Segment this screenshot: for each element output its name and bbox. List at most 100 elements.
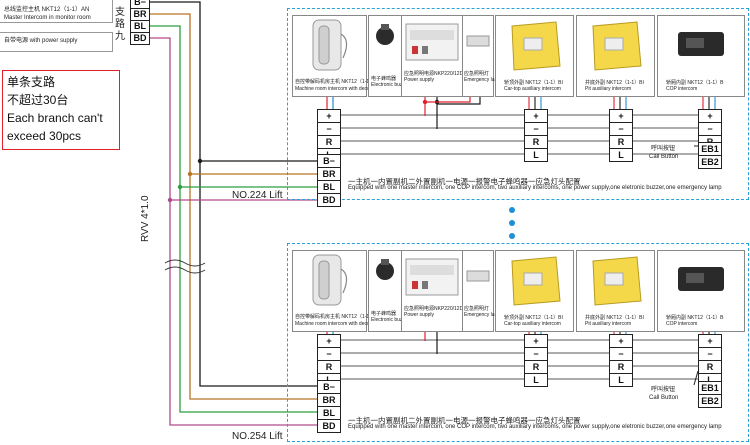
machine-room-label-zh: 自控带解码机房主机 NKT12（1-1）AC <box>295 314 382 320</box>
buzzer-icon <box>376 24 394 45</box>
ellipsis-dot-3 <box>509 233 515 239</box>
lift2-config-en: Equipped with one master intercom, one C… <box>348 424 722 430</box>
lift2-cop-intercom: 轿厢内副 NKT12（1-1）B COP intercom <box>657 250 745 332</box>
power-supply-icon <box>405 23 459 61</box>
lift1-term-plus: + <box>317 109 341 123</box>
cop-label-zh: 轿厢内副 NKT12（1-1）B <box>666 80 724 86</box>
lift2-pit-term-minus: − <box>609 347 633 361</box>
lift1-emergency-lamp: 应急照明灯 Emergency lamp <box>462 15 502 97</box>
lift-254-frame <box>287 243 749 442</box>
lift2-eb1: EB1 <box>698 381 722 395</box>
machine-room-label-zh: 自控带解码机房主机 NKT12（1-1）AC <box>295 79 382 85</box>
lift2-pit-term-r: R <box>609 360 633 374</box>
lift1-term-bminus: B− <box>317 154 341 168</box>
cop-intercom-icon <box>678 267 724 291</box>
trunk-wire-bl-top <box>150 25 318 413</box>
lift2-term-plus: + <box>317 334 341 348</box>
lift2-term-r: R <box>317 360 341 374</box>
lift1-term-r: R <box>317 135 341 149</box>
buzzer-label-zh: 电子蜂鸣器 <box>371 76 397 82</box>
handset-icon <box>312 254 348 306</box>
lift1-machine-room-intercom: 自控带解码机房主机 NKT12（1-1）AC Machine room inte… <box>292 15 381 97</box>
master-power-label: 自带电源 with power supply <box>4 38 78 44</box>
lift2-eb2: EB2 <box>698 394 722 408</box>
lift-254-label: NO.254 Lift <box>232 431 283 442</box>
lift2-cartop-intercom: 轿顶外副 NKT12（1-1）BI Car-top auxiliary inte… <box>495 250 574 332</box>
cop-intercom-icon <box>678 32 724 56</box>
lift1-cartop-term-plus: + <box>524 109 548 123</box>
more-lifts-ellipsis <box>509 207 515 246</box>
lift1-config-en: Equipped with one master intercom, one C… <box>348 185 722 191</box>
trunk-wire-br-junction <box>187 171 193 177</box>
lamp-icon <box>466 270 490 282</box>
buzzer-label-en: Electronic buzzer <box>371 317 410 323</box>
lift2-term-br: BR <box>317 393 341 407</box>
cartop-label-en: Car-top auxiliary intercom <box>504 86 561 92</box>
buzzer-label-zh: 电子蜂鸣器 <box>371 311 397 317</box>
trunk-wire-bd-top <box>150 37 318 426</box>
lamp-label-en: Emergency lamp <box>464 77 502 83</box>
lift2-term-bd: BD <box>317 419 341 433</box>
lift2-call-wire-1 <box>693 370 699 386</box>
cop-label-en: COP intercom <box>666 321 698 327</box>
branch-label: 支 路 九 <box>114 0 128 44</box>
lift1-power-link <box>425 95 471 103</box>
lift1-cartop-intercom: 轿顶外副 NKT12（1-1）BI Car-top auxiliary inte… <box>495 15 574 97</box>
lift1-eb1: EB1 <box>698 142 722 156</box>
lift2-pit-term-l: L <box>609 373 633 387</box>
power-label-en: Power supply <box>404 312 435 318</box>
pit-label-zh: 井底外副 NKT12（1-1）BI <box>585 315 644 321</box>
pit-label-zh: 井底外副 NKT12（1-1）BI <box>585 80 644 86</box>
lift1-call-button-zh: 呼叫按钮 <box>651 146 676 152</box>
master-intercom-box: 总线监控主机 NKT12（1-1）AN Master Intercom in m… <box>0 0 113 23</box>
branch-limit-note: 单条支路 不超过30台 Each branch can't exceed 30p… <box>2 70 120 150</box>
lift2-term-minus: − <box>317 347 341 361</box>
lift1-cop-intercom: 轿厢内副 NKT12（1-1）B COP intercom <box>657 15 745 97</box>
lift1-term-bl: BL <box>317 180 341 194</box>
handset-icon <box>312 19 348 71</box>
lamp-label-zh: 应急照明灯 <box>464 71 490 77</box>
lift2-call-button-zh: 呼叫按钮 <box>651 387 676 393</box>
lift1-cartop-term-r: R <box>524 135 548 149</box>
lift1-term-minus: − <box>317 122 341 136</box>
power-label-zh: 应急照明电源NKP220/12D <box>404 306 464 312</box>
lift1-pit-term-r: R <box>609 135 633 149</box>
power-label-en: Power supply <box>404 77 435 83</box>
ellipsis-dot-2 <box>509 220 515 226</box>
lift1-power-supply: 应急照明电源NKP220/12D Power supply <box>401 15 463 97</box>
lift2-cop-term-r: R <box>698 360 722 374</box>
pit-intercom-icon <box>592 21 642 71</box>
lift1-config-zh: 一主机一内置副机二外置副机一电源一报警电子蜂鸣器一应急灯头配置 <box>348 177 581 186</box>
lamp-label-zh: 应急照明灯 <box>464 306 490 312</box>
lift1-pit-term-plus: + <box>609 109 633 123</box>
lift1-buzzer: 电子蜂鸣器 Electronic buzzer <box>368 15 409 97</box>
lift1-cartop-term-l: L <box>524 148 548 162</box>
cable-break-mark <box>164 259 206 274</box>
branch-char-3: 九 <box>115 31 125 42</box>
lift-224-label: NO.224 Lift <box>232 190 283 201</box>
lift1-term-bd: BD <box>317 193 341 207</box>
cartop-label-zh: 轿顶外副 NKT12（1-1）BI <box>504 315 563 321</box>
cartop-label-en: Car-top auxiliary intercom <box>504 321 561 327</box>
lift2-term-bminus: B− <box>317 380 341 394</box>
lift2-emergency-lamp: 应急照明灯 Emergency lamp <box>462 250 502 332</box>
lift-224-frame <box>287 8 749 200</box>
machine-room-label-en: Machine room intercom with decoder <box>295 321 377 327</box>
branch-char-2: 路 <box>115 19 125 30</box>
buzzer-icon <box>376 259 394 280</box>
trunk-wire-bminus-top <box>150 1 318 387</box>
buzzer-label-en: Electronic buzzer <box>371 82 410 88</box>
master-intercom-label-en: Master Intercom in monitor room <box>4 15 91 21</box>
lift1-cartop-term-minus: − <box>524 122 548 136</box>
lift2-call-button-en: Call Button <box>649 395 679 401</box>
lamp-label-en: Emergency lamp <box>464 312 502 318</box>
lamp-icon <box>466 35 490 47</box>
lift1-pit-term-minus: − <box>609 122 633 136</box>
lift2-cop-term-plus: + <box>698 334 722 348</box>
trunk-wire-br-top <box>150 13 318 400</box>
trunk-wire-bd-junction <box>167 197 173 203</box>
trunk-wire-bl-junction <box>177 184 183 190</box>
lift1-call-button-en: Call Button <box>649 154 679 160</box>
note-line-1: 单条支路 <box>7 75 56 89</box>
